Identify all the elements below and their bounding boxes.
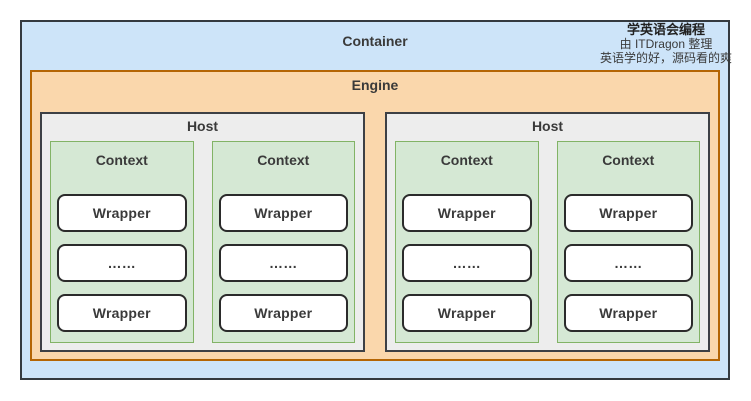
wrappers-column: Wrapper …… Wrapper: [213, 194, 355, 342]
host-title: Host: [531, 118, 564, 134]
wrapper-box-ellipsis: ……: [563, 244, 693, 282]
contexts-row: Context Wrapper …… Wrapper Context Wrapp…: [387, 141, 708, 356]
wrapper-box: Wrapper: [57, 294, 187, 332]
wrapper-box: Wrapper: [563, 294, 693, 332]
context-box: Context Wrapper …… Wrapper: [395, 141, 539, 343]
context-title: Context: [440, 152, 493, 168]
wrappers-column: Wrapper …… Wrapper: [396, 194, 538, 342]
contexts-row: Context Wrapper …… Wrapper Context Wrapp…: [42, 141, 363, 356]
wrapper-box: Wrapper: [57, 194, 187, 232]
host-box: Host Context Wrapper …… Wrapper Context: [385, 112, 710, 352]
wrapper-box-ellipsis: ……: [402, 244, 532, 282]
container-title: Container: [342, 33, 408, 49]
hosts-row: Host Context Wrapper …… Wrapper Context: [40, 112, 710, 352]
context-title: Context: [602, 152, 655, 168]
wrappers-column: Wrapper …… Wrapper: [51, 194, 193, 342]
wrapper-box-ellipsis: ……: [57, 244, 187, 282]
context-title: Context: [95, 152, 148, 168]
watermark: 学英语会编程 由 ITDragon 整理 英语学的好，源码看的爽: [584, 22, 748, 66]
wrapper-box: Wrapper: [563, 194, 693, 232]
watermark-line-2: 由 ITDragon 整理: [619, 37, 713, 51]
engine-box: Engine Host Context Wrapper …… Wrapper: [30, 70, 720, 361]
context-box: Context Wrapper …… Wrapper: [211, 141, 355, 343]
wrapper-box: Wrapper: [402, 194, 532, 232]
engine-title: Engine: [351, 77, 399, 93]
watermark-line-3: 英语学的好，源码看的爽: [599, 51, 732, 65]
host-title: Host: [186, 118, 219, 134]
context-box: Context Wrapper …… Wrapper: [50, 141, 194, 343]
wrapper-box: Wrapper: [402, 294, 532, 332]
host-box: Host Context Wrapper …… Wrapper Context: [40, 112, 365, 352]
wrapper-box: Wrapper: [218, 194, 348, 232]
context-title: Context: [257, 152, 310, 168]
wrapper-box-ellipsis: ……: [218, 244, 348, 282]
container-box: Container Engine Host Context Wrapper ………: [20, 20, 730, 380]
wrapper-box: Wrapper: [218, 294, 348, 332]
wrappers-column: Wrapper …… Wrapper: [558, 194, 700, 342]
watermark-line-1: 学英语会编程: [626, 22, 705, 37]
context-box: Context Wrapper …… Wrapper: [556, 141, 700, 343]
